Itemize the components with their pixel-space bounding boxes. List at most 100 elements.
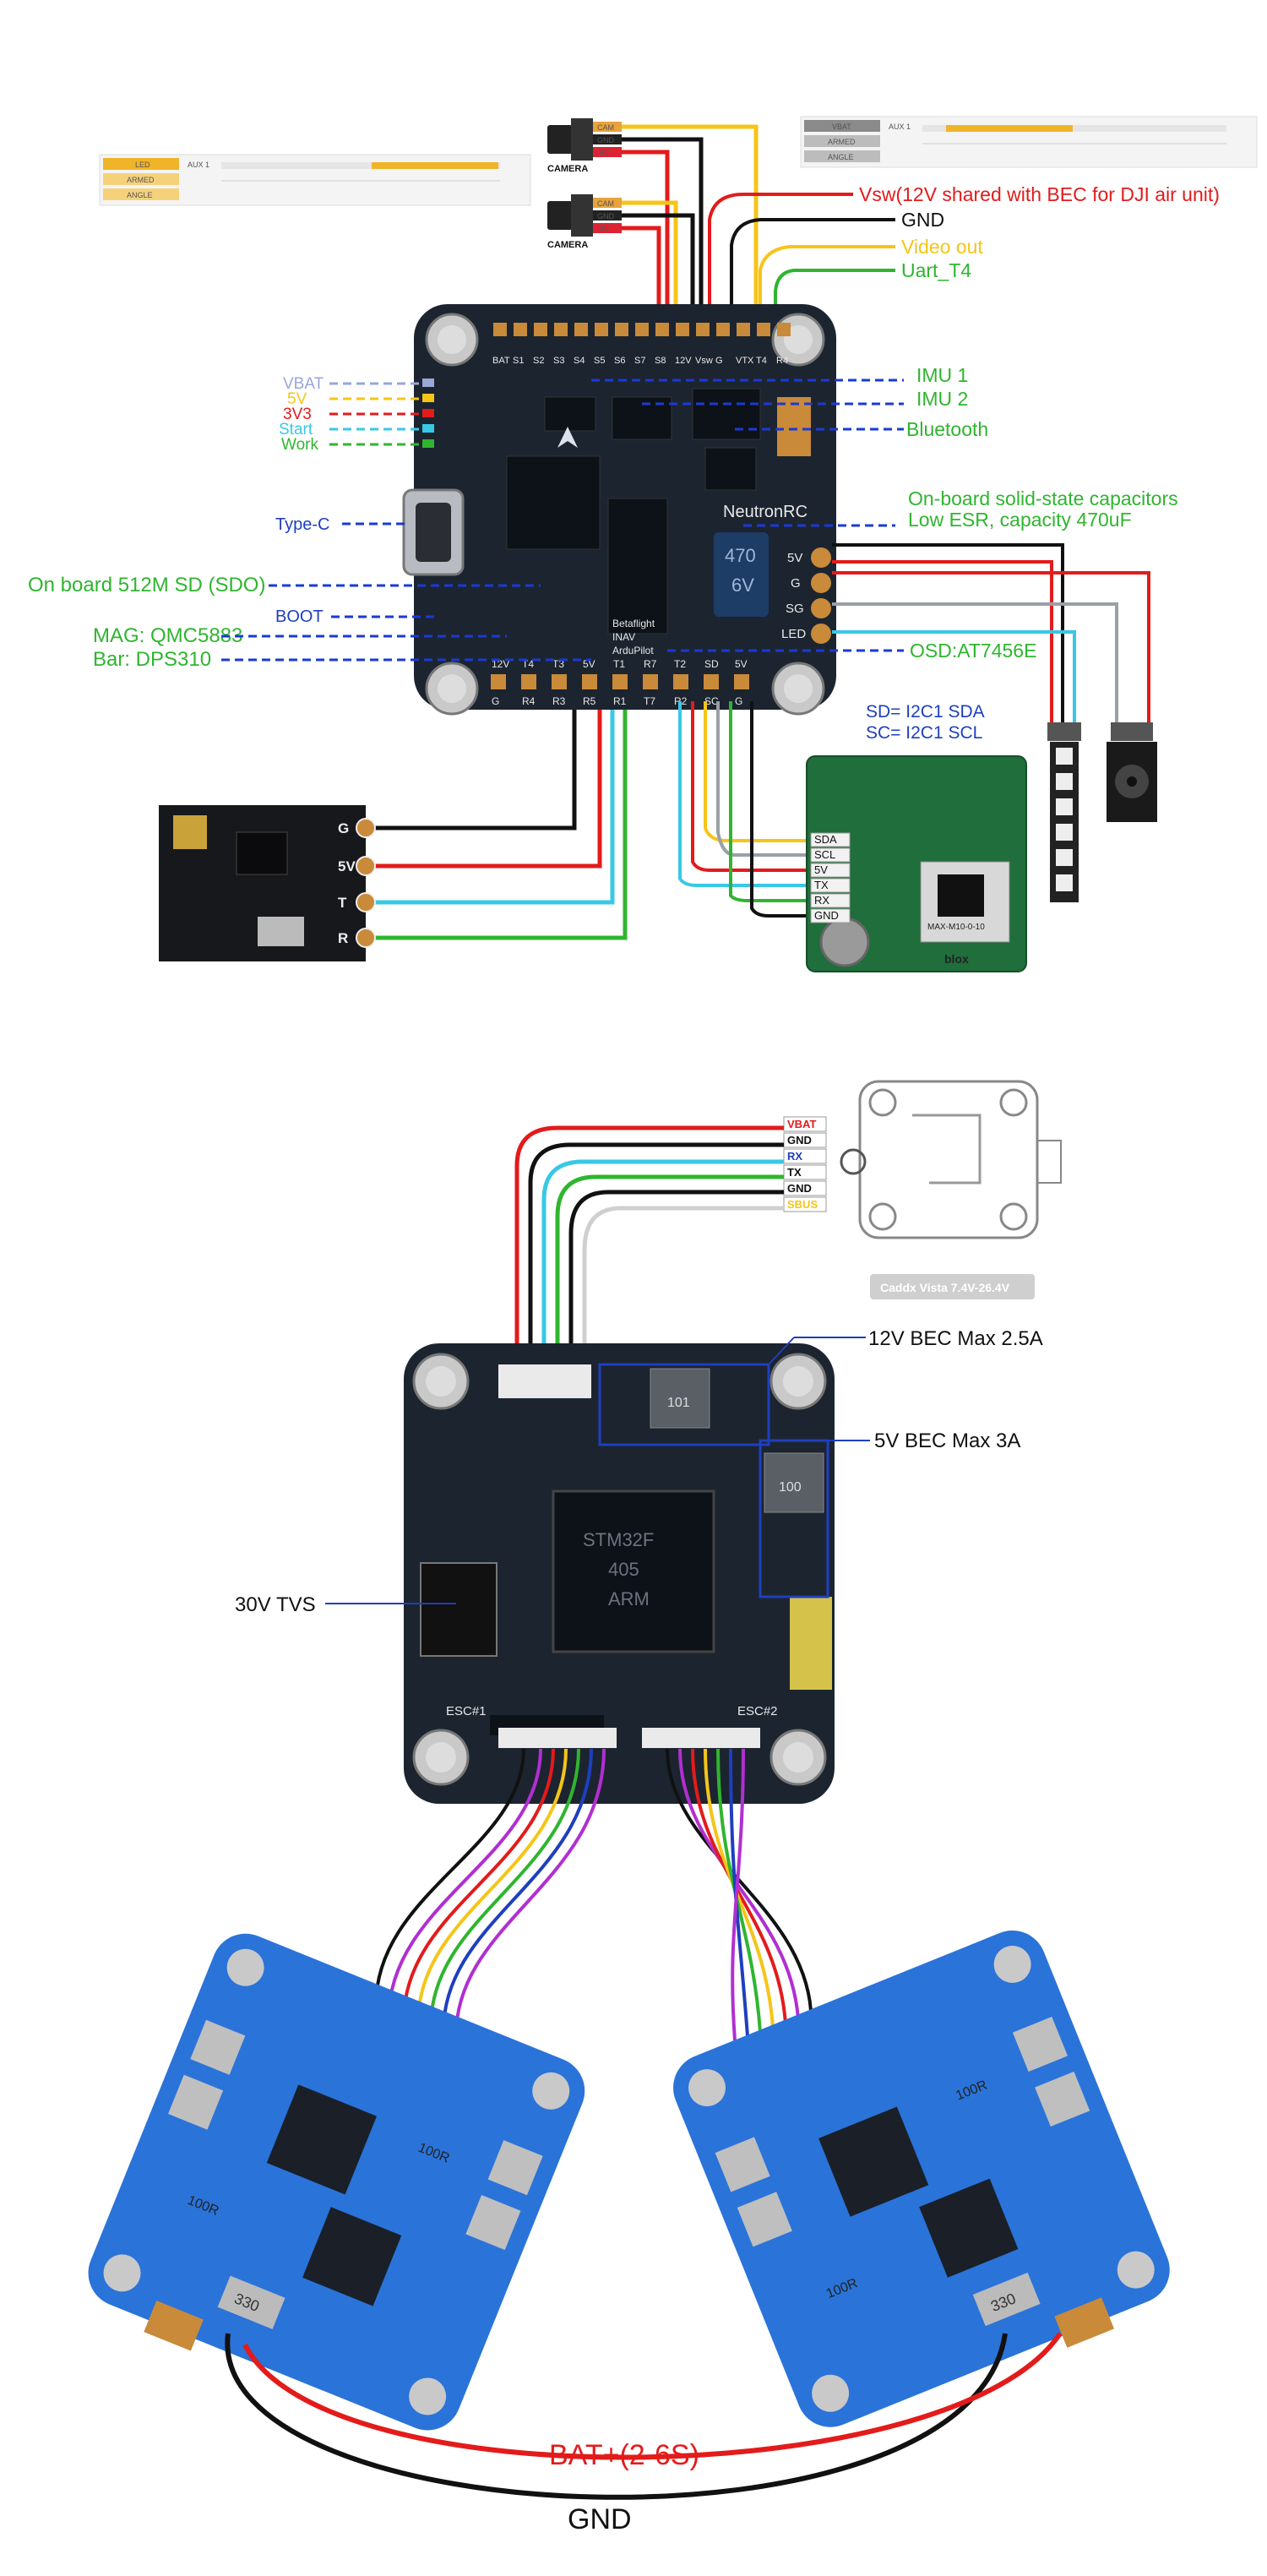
rx-pin-label: 5V [338,858,356,874]
pad-top-label: T4 [756,356,767,366]
pad-top [574,323,588,336]
pad-bottom-label-2: R1 [613,695,627,707]
pad-top [676,323,689,336]
battery-wires [225,2332,1063,2500]
pad-top [777,323,791,336]
gps-pin-label: GND [814,909,839,922]
vbat-label: VBAT [283,375,324,393]
3v3-label: 3V3 [283,406,312,423]
rx-pin-pad [356,818,376,838]
thumb-tab-label-right: VBAT [832,123,851,131]
pad-top [514,323,527,336]
pad-bottom-label: R7 [644,658,657,670]
pad-top [534,323,547,336]
imu2-label: IMU 2 [916,388,968,410]
pad-bottom-label-2: G [735,695,742,707]
rx-pin-pad [356,928,376,948]
camera-1-label: CAMERA [547,164,588,174]
typec-label: Type-C [275,515,329,534]
flight-controller-board-bottom: 101 100 STM32F 405 ARM ESC#1 ESC#2 [404,1343,835,1804]
vtx-pin-box [783,1116,827,1132]
pad-bottom-label: SD [704,658,719,670]
buzzer [1107,722,1157,822]
vtx-pin-box [783,1148,827,1164]
vtx-pin-box [783,1132,827,1148]
camera-wires [622,124,759,321]
vtx-pin-label: TX [787,1166,802,1179]
start-label: Start [279,421,313,438]
board-brand: NeutronRC [723,503,808,521]
rx-pin-label: T [338,895,347,911]
right-pads: 5V G SG LED [781,547,831,644]
vtx-module: Caddx Vista 7.4V-26.4V [858,1080,1062,1299]
pad-top-label: BAT [492,356,510,366]
pad-top-label: G [715,356,723,366]
gps-wires [678,701,811,918]
vtx-pin-label: RX [787,1150,802,1163]
pad-top-label: VTX [736,356,754,366]
thumb-row-2: ANGLE [127,191,153,199]
pad-top-label: S7 [634,356,645,366]
gps-pin-label: TX [814,879,829,891]
vtx-pin-label: SBUS [787,1198,818,1211]
receiver-wires [363,710,628,940]
cam2-pin-cam: CAM [597,199,614,208]
inductor-1-label: 101 [667,1396,690,1410]
gps-pin-box [810,863,851,878]
pad-top [655,323,669,336]
video-out-label: Video out [901,236,983,258]
sd-label: On board 512M SD (SDO) [28,574,265,596]
camera-1: CAM GND 5V CAMERA [547,118,622,174]
pad-top [737,323,750,336]
pad-bottom-label: T2 [674,658,686,670]
pad-bottom [491,674,506,689]
caps-label-1: On-board solid-state capacitors [908,487,1178,509]
pad-top-label: S3 [553,356,564,366]
pad-top-label: R4 [776,356,788,366]
esc2-label: ESC#2 [737,1704,778,1718]
pad-bottom-label-2: R4 [522,695,536,707]
i2c-sda-label: SD= I2C1 SDA [866,702,985,722]
pad-top [615,323,628,336]
pad-top [493,323,507,336]
uart-label: Uart_T4 [901,259,971,281]
thumb-tab-label: LED [135,161,150,169]
gps-module: MAX-M10-0-10 blox [806,755,1027,972]
camera-2-label: CAMERA [547,240,588,250]
osd-label: OSD:AT7456E [910,640,1036,662]
pad-top-label: S8 [655,356,666,366]
gps-pin-label: 5V [814,863,828,876]
tvs-label: 30V TVS [235,1593,316,1616]
gnd-label-bottom: GND [568,2503,632,2535]
pad-bottom-label-2: R3 [552,695,566,707]
pad-top-label: S6 [614,356,625,366]
pad-bottom-label-2: SC [704,695,719,707]
vtx-pin-label: VBAT [787,1118,816,1130]
pad-bottom-label: 5V [735,658,748,670]
rx-pin-pad [356,856,376,876]
gps-pin-label: SDA [814,833,837,846]
pad-bottom [612,674,628,689]
pad-bottom [673,674,688,689]
thumb-row-2-right: ANGLE [828,153,854,161]
fw-ardupilot: ArduPilot [612,645,654,656]
battery-label: BAT+(2-6S) [549,2439,699,2471]
vtx-pin-box [783,1196,827,1212]
pad-bottom [734,674,749,689]
inductor-2-label: 100 [779,1480,802,1495]
pad-bottom-label: 5V [583,658,595,670]
cam1-pin-cam: CAM [597,123,614,132]
led-buzzer-wires [832,543,1150,722]
config-thumbnail-right: VBAT ARMED ANGLE AUX 1 [800,116,1258,168]
gps-pin-label: SCL [814,848,835,861]
bec12-label: 12V BEC Max 2.5A [868,1327,1043,1350]
led-strip [1047,722,1081,902]
config-thumbnail-left: LED ARMED ANGLE AUX 1 [99,154,531,206]
pad-top-label: S1 [513,356,524,366]
imu1-label: IMU 1 [916,364,968,386]
